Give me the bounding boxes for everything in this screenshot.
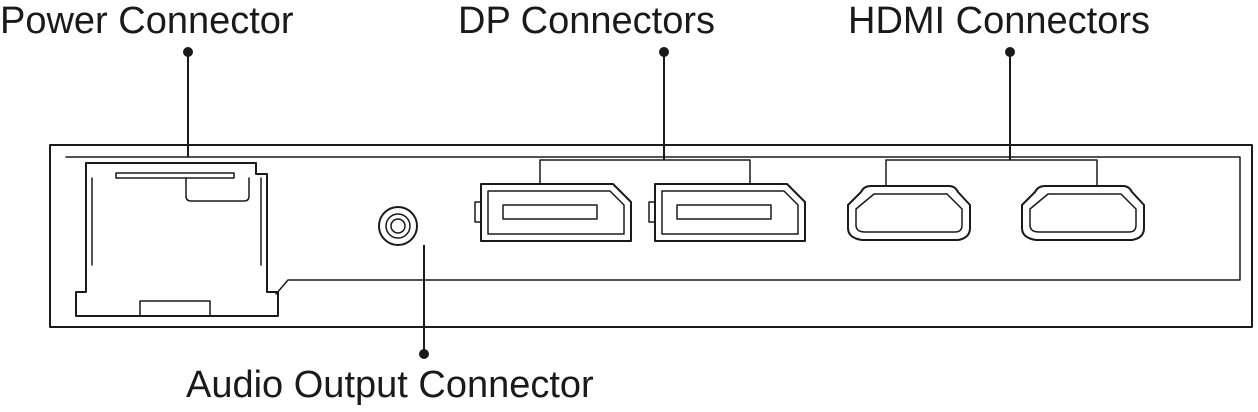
power-connector [75, 162, 279, 317]
power-connector-label: Power Connector [0, 0, 294, 42]
panel-outline [49, 144, 1253, 328]
audio-jack [378, 206, 418, 246]
audio-output-connector-label: Audio Output Connector [186, 364, 594, 406]
dp-connector-1 [474, 183, 632, 242]
dp-bracket [539, 159, 751, 185]
leader-lines [183, 47, 1015, 359]
dp-connectors-label: DP Connectors [458, 0, 715, 42]
hdmi-connector-1 [847, 185, 971, 241]
hdmi-connectors-label: HDMI Connectors [848, 0, 1150, 42]
hdmi-connector-2 [1021, 185, 1145, 241]
dp-connector-2 [648, 183, 806, 242]
hdmi-bracket [885, 159, 1098, 187]
